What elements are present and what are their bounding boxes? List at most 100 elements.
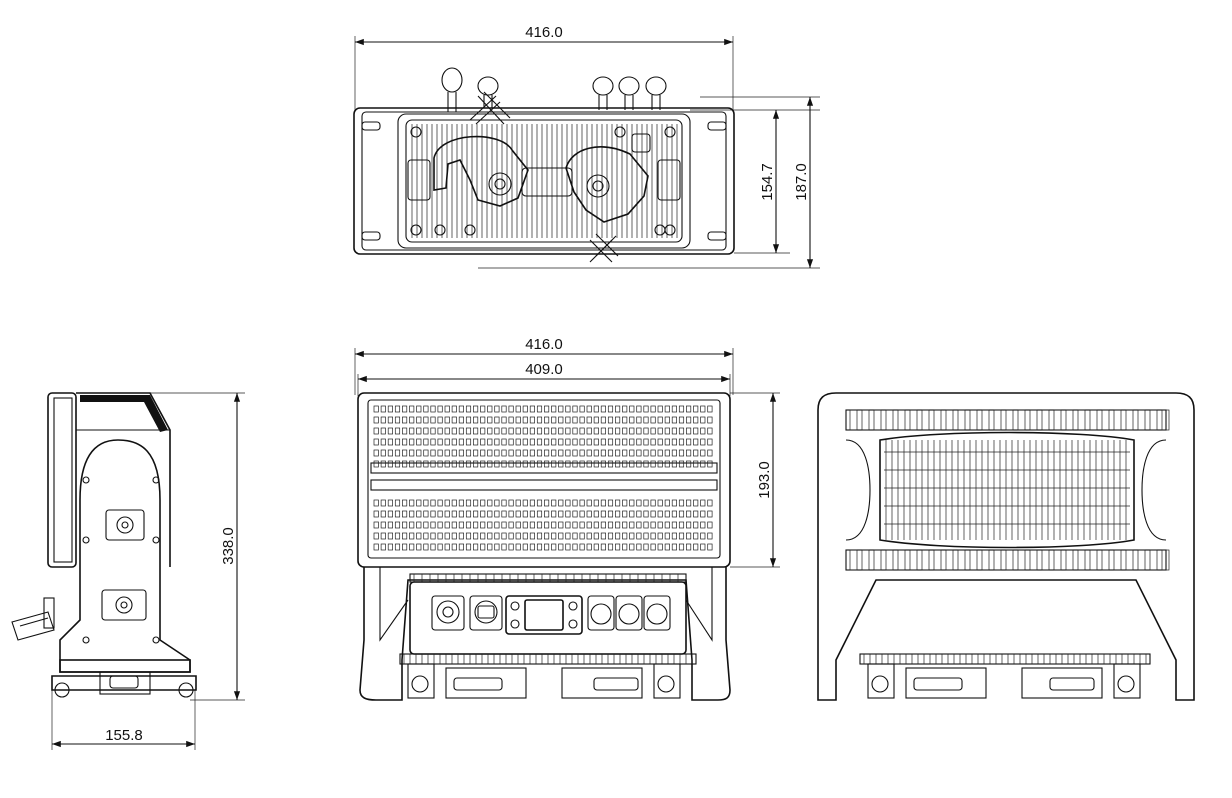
led-cell bbox=[657, 510, 663, 518]
led-cell bbox=[522, 543, 528, 551]
led-cell bbox=[643, 438, 649, 446]
led-cell bbox=[437, 438, 443, 446]
screw bbox=[410, 224, 422, 236]
led-cell bbox=[522, 427, 528, 435]
led-cell bbox=[387, 449, 393, 457]
led-cell bbox=[494, 427, 500, 435]
led-cell bbox=[700, 521, 706, 529]
fin bbox=[1137, 409, 1146, 431]
dim-label-front-panel-height: 193.0 bbox=[756, 461, 773, 499]
led-cell bbox=[586, 460, 592, 468]
led-cell bbox=[558, 510, 564, 518]
led-cell bbox=[501, 427, 507, 435]
led-cell bbox=[629, 405, 635, 413]
led-cell bbox=[671, 543, 677, 551]
led-cell bbox=[593, 427, 599, 435]
led-cell bbox=[593, 438, 599, 446]
led-cell bbox=[522, 449, 528, 457]
led-cell bbox=[437, 449, 443, 457]
led-cell bbox=[664, 427, 670, 435]
led-cell bbox=[515, 405, 521, 413]
led-cell bbox=[444, 460, 450, 468]
led-cell bbox=[707, 510, 713, 518]
led-cell bbox=[600, 532, 606, 540]
led-cell bbox=[416, 521, 422, 529]
led-cell bbox=[423, 460, 429, 468]
led-cell bbox=[416, 460, 422, 468]
led-cell bbox=[409, 438, 415, 446]
led-cell bbox=[600, 521, 606, 529]
screw bbox=[410, 126, 422, 138]
led-cell bbox=[700, 427, 706, 435]
dim-top-depth: 154.7 187.0 bbox=[478, 96, 820, 269]
led-cell bbox=[536, 449, 543, 457]
led-cell bbox=[707, 427, 713, 435]
led-cell bbox=[622, 532, 628, 540]
led-cell bbox=[508, 438, 514, 446]
led-cell bbox=[615, 460, 621, 468]
led-cell bbox=[473, 438, 479, 446]
led-cell bbox=[409, 499, 415, 507]
led-cell bbox=[536, 416, 543, 424]
led-cell bbox=[558, 438, 564, 446]
led-cell bbox=[508, 510, 514, 518]
led-cell bbox=[664, 521, 670, 529]
led-cell bbox=[622, 499, 628, 507]
led-cell bbox=[437, 543, 443, 551]
led-cell bbox=[423, 405, 429, 413]
led-cell bbox=[551, 532, 557, 540]
led-cell bbox=[565, 521, 571, 529]
led-cell bbox=[572, 532, 578, 540]
led-cell bbox=[508, 499, 514, 507]
led-cell bbox=[544, 521, 550, 529]
led-cell bbox=[473, 499, 479, 507]
led-cell bbox=[409, 521, 415, 529]
led-cell bbox=[529, 532, 535, 540]
dim-label-front-width-outer: 416.0 bbox=[525, 336, 563, 353]
led-cell bbox=[700, 460, 706, 468]
led-cell bbox=[579, 416, 585, 424]
led-cell bbox=[494, 449, 500, 457]
led-cell bbox=[622, 405, 628, 413]
led-cell bbox=[494, 416, 500, 424]
led-cell bbox=[373, 499, 379, 507]
led-cell bbox=[650, 460, 656, 468]
led-cell bbox=[416, 438, 422, 446]
led-cell bbox=[508, 543, 514, 551]
led-cell bbox=[707, 532, 713, 540]
led-cell bbox=[444, 532, 450, 540]
fin bbox=[1029, 409, 1038, 431]
led-cell bbox=[522, 460, 528, 468]
led-cell bbox=[565, 543, 571, 551]
led-cell bbox=[572, 460, 578, 468]
led-cell bbox=[473, 532, 479, 540]
led-cell bbox=[394, 543, 401, 551]
led-cell bbox=[473, 510, 479, 518]
fin bbox=[1077, 549, 1086, 571]
led-cell bbox=[402, 449, 408, 457]
led-cell bbox=[458, 438, 464, 446]
led-cell bbox=[473, 427, 479, 435]
led-cell bbox=[515, 499, 521, 507]
led-cell bbox=[416, 532, 422, 540]
fin bbox=[1149, 549, 1158, 571]
led-cell bbox=[707, 460, 713, 468]
led-cell bbox=[657, 427, 663, 435]
led-cell bbox=[593, 521, 599, 529]
led-cell bbox=[544, 449, 550, 457]
led-cell bbox=[480, 416, 486, 424]
led-cell bbox=[700, 438, 706, 446]
led-cell bbox=[671, 532, 677, 540]
led-cell bbox=[607, 438, 614, 446]
fin bbox=[897, 549, 906, 571]
dim-front-width-outer: 416.0 bbox=[354, 336, 734, 395]
led-cell bbox=[487, 427, 493, 435]
led-cell bbox=[586, 438, 592, 446]
led-cell bbox=[430, 416, 436, 424]
fin bbox=[1041, 549, 1050, 571]
led-cell bbox=[693, 416, 699, 424]
led-cell bbox=[629, 427, 635, 435]
led-cell bbox=[678, 460, 685, 468]
led-cell bbox=[536, 510, 543, 518]
led-cell bbox=[686, 510, 692, 518]
